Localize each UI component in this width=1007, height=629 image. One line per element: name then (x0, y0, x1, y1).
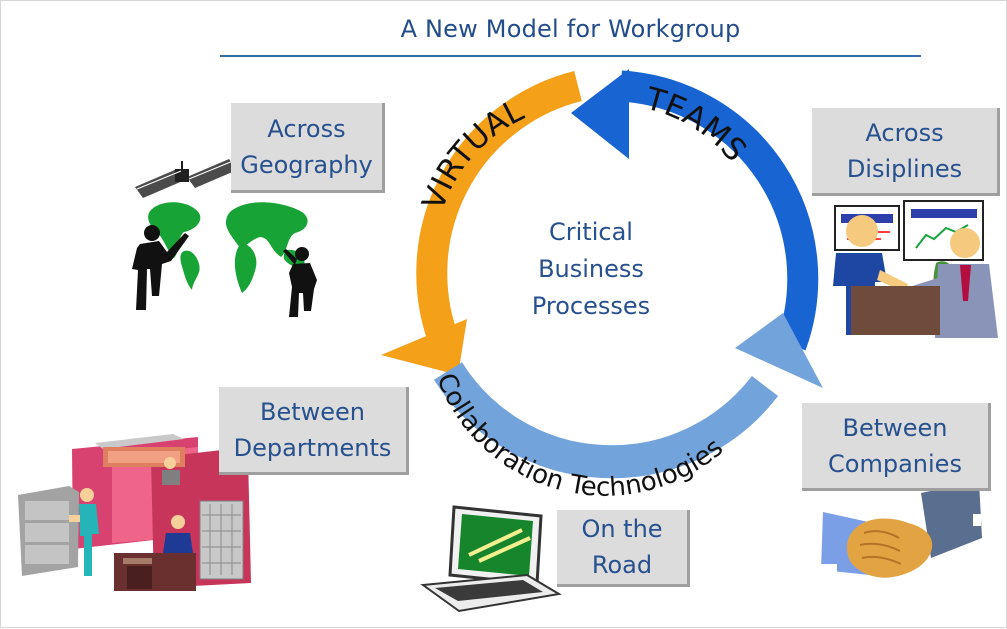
title-underline (220, 55, 921, 57)
across-geography-line-1: Across (267, 114, 346, 143)
on-the-road-box: On the Road (557, 510, 690, 587)
between-departments-line-2: Departments (233, 433, 392, 462)
between-departments-box: Between Departments (219, 387, 409, 475)
between-departments-line-1: Between (259, 397, 365, 426)
between-companies-line-2: Companies (828, 449, 962, 478)
lightblue-arrowhead (735, 313, 823, 388)
laptop-icon (420, 505, 562, 613)
between-companies-line-1: Between (842, 413, 948, 442)
cycle-ring (381, 69, 823, 479)
monitor-presentation-icon (833, 200, 998, 338)
blue-arrowhead (571, 69, 629, 159)
across-disciplines-line-1: Across (865, 118, 944, 147)
handshake-icon (821, 481, 982, 578)
across-geography-box: Across Geography (231, 103, 385, 193)
across-disciplines-line-2: Disiplines (846, 154, 963, 183)
office-cubicle-icon (18, 434, 251, 591)
cycle-lightblue-arc (434, 362, 779, 479)
diagram-title: A New Model for Workgroup (400, 15, 741, 43)
center-label: Critical Business Processes (501, 214, 681, 325)
cycle-blue-arc (619, 70, 819, 351)
center-line-3: Processes (531, 292, 651, 320)
center-line-1: Critical (549, 218, 633, 246)
center-line-2: Business (538, 255, 644, 283)
on-the-road-line-1: On the (581, 515, 663, 543)
orange-arrowhead (381, 319, 467, 375)
between-companies-box: Between Companies (802, 403, 991, 491)
business-people-icon (132, 225, 317, 317)
virtual-label: VIRTUAL (415, 92, 529, 215)
across-geography-line-2: Geography (240, 150, 373, 179)
across-disciplines-box: Across Disiplines (812, 108, 1000, 196)
satellite-icon (135, 159, 237, 198)
on-the-road-line-2: Road (591, 551, 653, 579)
cycle-orange-arc (416, 70, 582, 352)
